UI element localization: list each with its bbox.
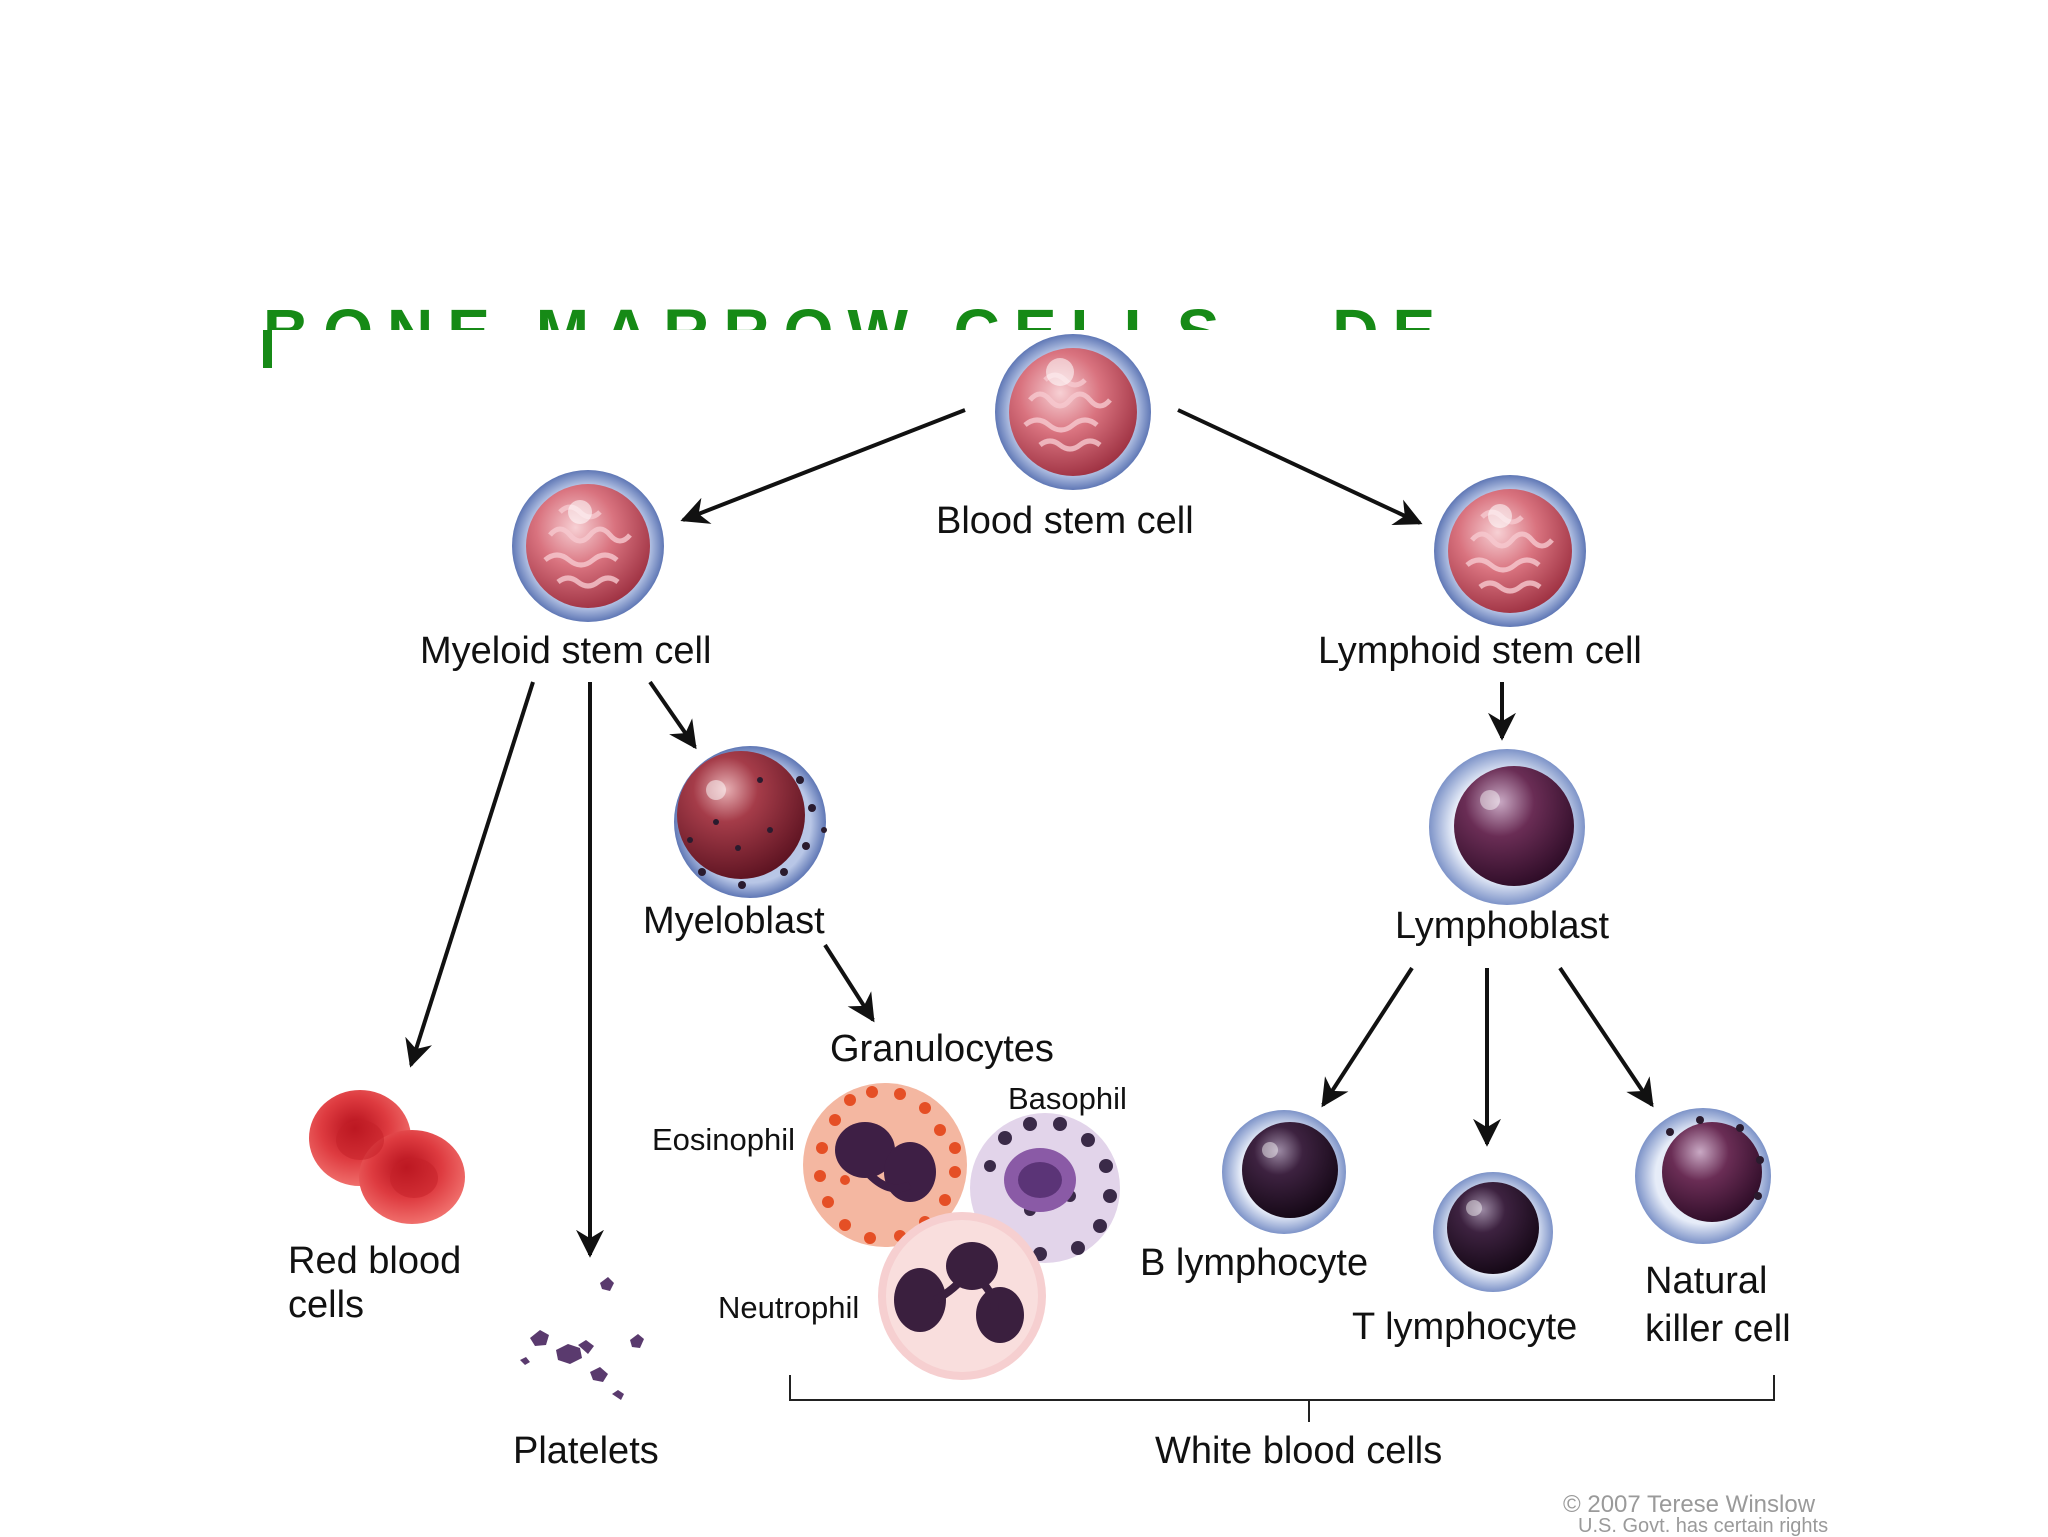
basophil-label: Basophil — [1008, 1081, 1127, 1116]
blood-stem-cell-image — [995, 334, 1151, 490]
platelets-image — [520, 1277, 644, 1400]
b-lymphocyte-image — [1222, 1110, 1346, 1234]
lymphoid-stem-cell-image — [1434, 475, 1586, 627]
lymphoid-stem-cell-label: Lymphoid stem cell — [1318, 630, 1642, 672]
myeloid-stem-cell-image — [512, 470, 664, 622]
neutrophil-image — [878, 1212, 1046, 1380]
myeloblast-label: Myeloblast — [643, 900, 825, 942]
myeloblast-image — [674, 746, 827, 898]
copyright-line2: U.S. Govt. has certain rights — [1578, 1515, 1829, 1537]
eosinophil-label: Eosinophil — [652, 1122, 796, 1157]
myeloid-stem-cell-label: Myeloid stem cell — [420, 630, 712, 672]
arrows — [405, 408, 1654, 1258]
natural-killer-cell-label-line1: Natural — [1645, 1260, 1768, 1302]
red-blood-cells-label-line1: Red blood — [288, 1240, 462, 1282]
red-blood-cells-image — [309, 1090, 465, 1224]
t-lymphocyte-image — [1433, 1172, 1553, 1292]
eosinophil-image — [803, 1083, 967, 1247]
lymphoblast-image — [1429, 749, 1585, 905]
slide-title-stub — [263, 330, 272, 368]
natural-killer-cell-label-line2: killer cell — [1645, 1308, 1791, 1350]
red-blood-cells-label-line2: cells — [288, 1284, 365, 1326]
neutrophil-label: Neutrophil — [718, 1290, 860, 1325]
t-lymphocyte-label: T lymphocyte — [1352, 1306, 1578, 1348]
lymphoblast-label: Lymphoblast — [1395, 905, 1610, 947]
blood-stem-cell-label: Blood stem cell — [936, 500, 1194, 542]
platelets-label: Platelets — [513, 1430, 659, 1472]
copyright-line1: © 2007 Terese Winslow — [1563, 1491, 1816, 1518]
white-blood-cells-label: White blood cells — [1155, 1430, 1443, 1472]
granulocytes-label: Granulocytes — [830, 1028, 1054, 1070]
natural-killer-cell-image — [1635, 1108, 1771, 1244]
b-lymphocyte-label: B lymphocyte — [1140, 1242, 1369, 1284]
white-blood-cells-bracket — [789, 1375, 1775, 1422]
slide-title: BONE MARROW CELLS - DEVELOPMENT — [263, 300, 1443, 330]
